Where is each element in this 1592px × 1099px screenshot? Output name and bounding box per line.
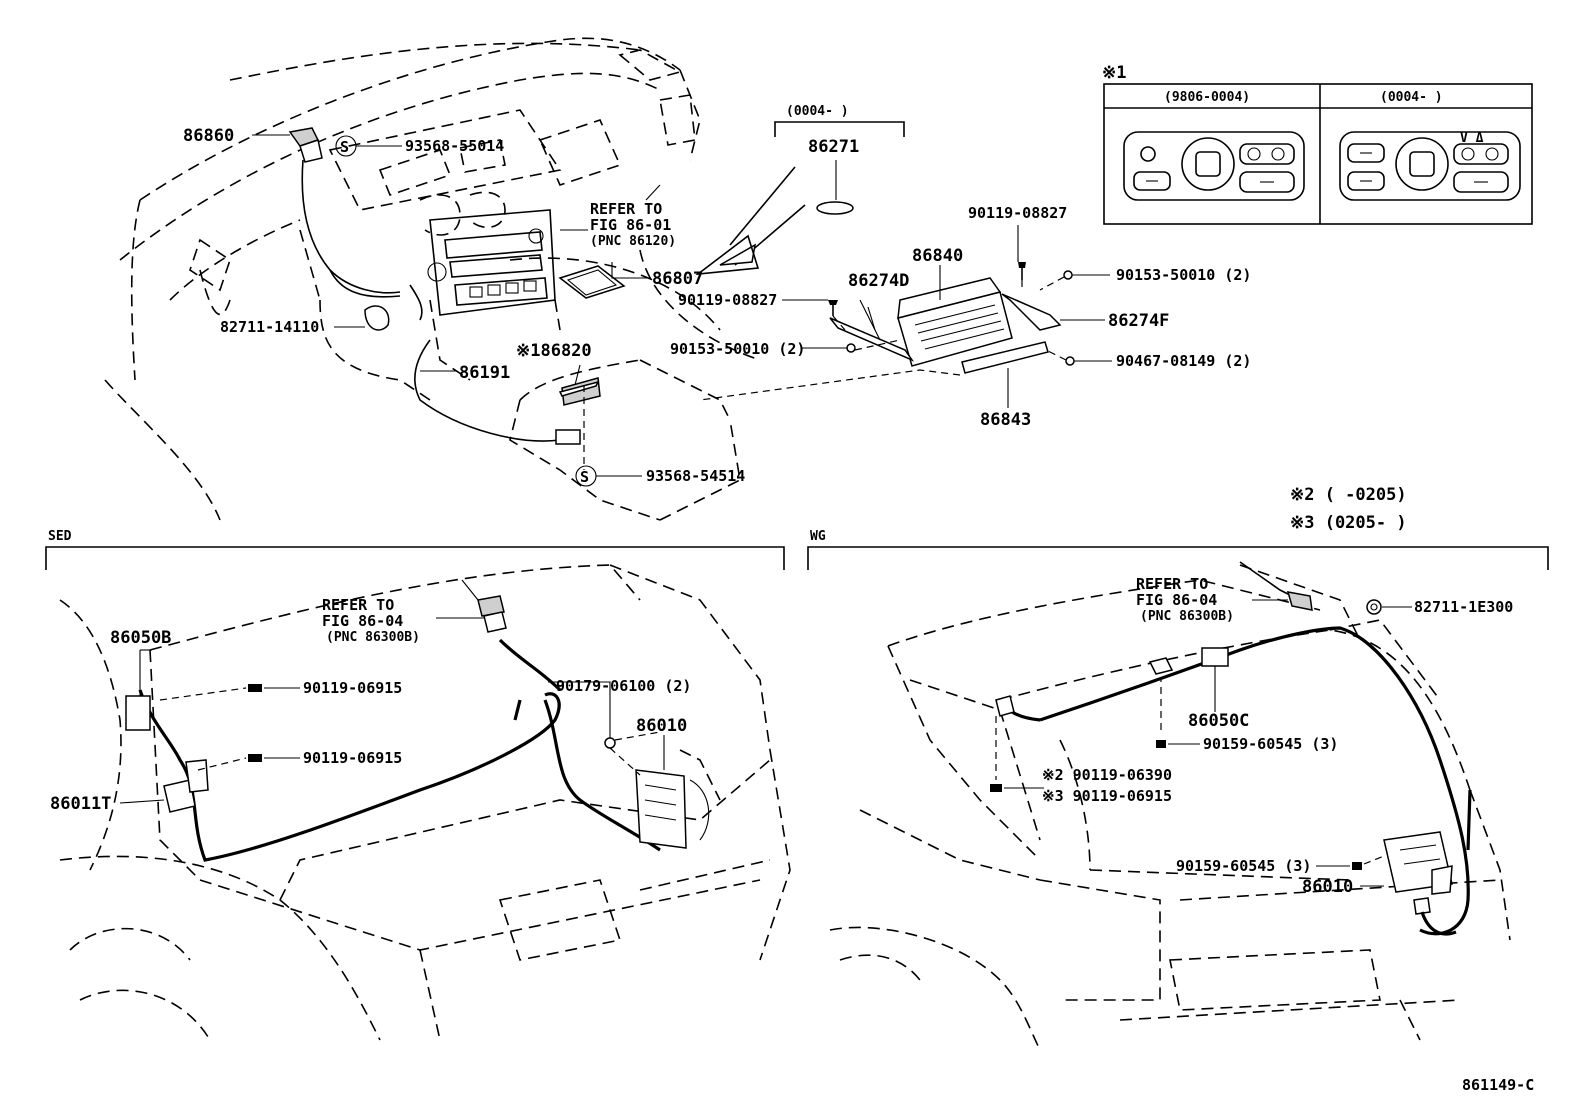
label-86271: 86271 [808,137,859,157]
label-wg-refer-line2: FIG 86-04 [1136,591,1217,609]
label-90119-06915-a: 90119-06915 [303,679,402,697]
label-86860: 86860 [183,126,234,146]
amplifier-group [699,225,1112,408]
label-sed-refer-line2: FIG 86-04 [322,612,403,630]
label-86191: 86191 [459,363,510,383]
antenna-pad-group [695,121,905,276]
label-90119-08827-b: 90119-08827 [678,291,777,309]
label-sed-86010: 86010 [636,716,687,736]
label-86840: 86840 [912,246,963,266]
label-86843: 86843 [980,410,1031,430]
label-90119-06915-b: 90119-06915 [303,749,402,767]
variant-table-mark: ※1 [1102,63,1126,83]
sed-section: SED [45,529,791,1041]
label-86820: ※186820 [516,341,592,361]
label-sed-refer-line1: REFER TO [322,596,394,614]
label-refer1-line1: REFER TO [590,200,662,218]
label-refer1-line3: (PNC 86120) [590,234,676,249]
label-bracket-date: (0004- ) [786,104,849,119]
label-90179-06100: 90179-06100 (2) [556,677,691,695]
variant-table: ※1 (9806-0004) (0004- ) [1102,63,1533,225]
wg-title: WG [810,529,826,544]
note-3: ※3 (0205- ) [1290,513,1407,533]
label-90119-08827-a: 90119-08827 [968,204,1067,222]
label-93568-55014: 93568-55014 [405,137,504,155]
figure-code: 861149-C [1462,1076,1534,1094]
variant-col1-header: (9806-0004) [1164,90,1250,105]
instrument-panel-drawing: S S [104,37,761,521]
label-86274D: 86274D [848,271,909,291]
switch-panel-1-icon [1123,131,1305,201]
label-86807: 86807 [652,269,703,289]
label-90467-08149: 90467-08149 (2) [1116,352,1251,370]
s-symbol-1: S [340,138,349,156]
variant-arrow-symbols: V Δ [1460,131,1484,146]
wg-labels: REFER TO FIG 86-04 (PNC 86300B) 82711-1E… [1042,575,1513,897]
wg-section: WG [807,529,1549,1051]
label-86050B: 86050B [110,628,171,648]
label-90153-50010-b: 90153-50010 (2) [670,340,805,358]
sed-labels: 86050B 90119-06915 90119-06915 86011T RE… [50,596,691,814]
label-refer1-line2: FIG 86-01 [590,216,671,234]
label-90159-60545-a: 90159-60545 (3) [1203,735,1338,753]
label-90119-06390: ※2 90119-06390 [1042,766,1172,784]
label-86050C: 86050C [1188,711,1249,731]
label-wg-refer-line1: REFER TO [1136,575,1208,593]
variant-col2-header: (0004- ) [1380,90,1443,105]
label-sed-refer-line3: (PNC 86300B) [326,630,420,645]
label-82711-14110: 82711-14110 [220,318,319,336]
label-90159-60545-b: 90159-60545 (3) [1176,857,1311,875]
s-symbol-2: S [580,468,589,486]
top-labels: 86860 93568-55014 REFER TO FIG 86-01 (PN… [183,104,1251,485]
label-wg-86010: 86010 [1302,877,1353,897]
label-wg-refer-line3: (PNC 86300B) [1140,609,1234,624]
label-90153-50010-a: 90153-50010 (2) [1116,266,1251,284]
sed-title: SED [48,529,72,544]
switch-panel-2-icon: V Δ [1339,131,1521,201]
label-86011T: 86011T [50,794,111,814]
label-93568-54514: 93568-54514 [646,467,745,485]
label-86274F: 86274F [1108,311,1169,331]
label-90119-06915-wg: ※3 90119-06915 [1042,787,1172,805]
note-2: ※2 ( -0205) [1290,485,1407,505]
label-82711-1E300: 82711-1E300 [1414,598,1513,616]
